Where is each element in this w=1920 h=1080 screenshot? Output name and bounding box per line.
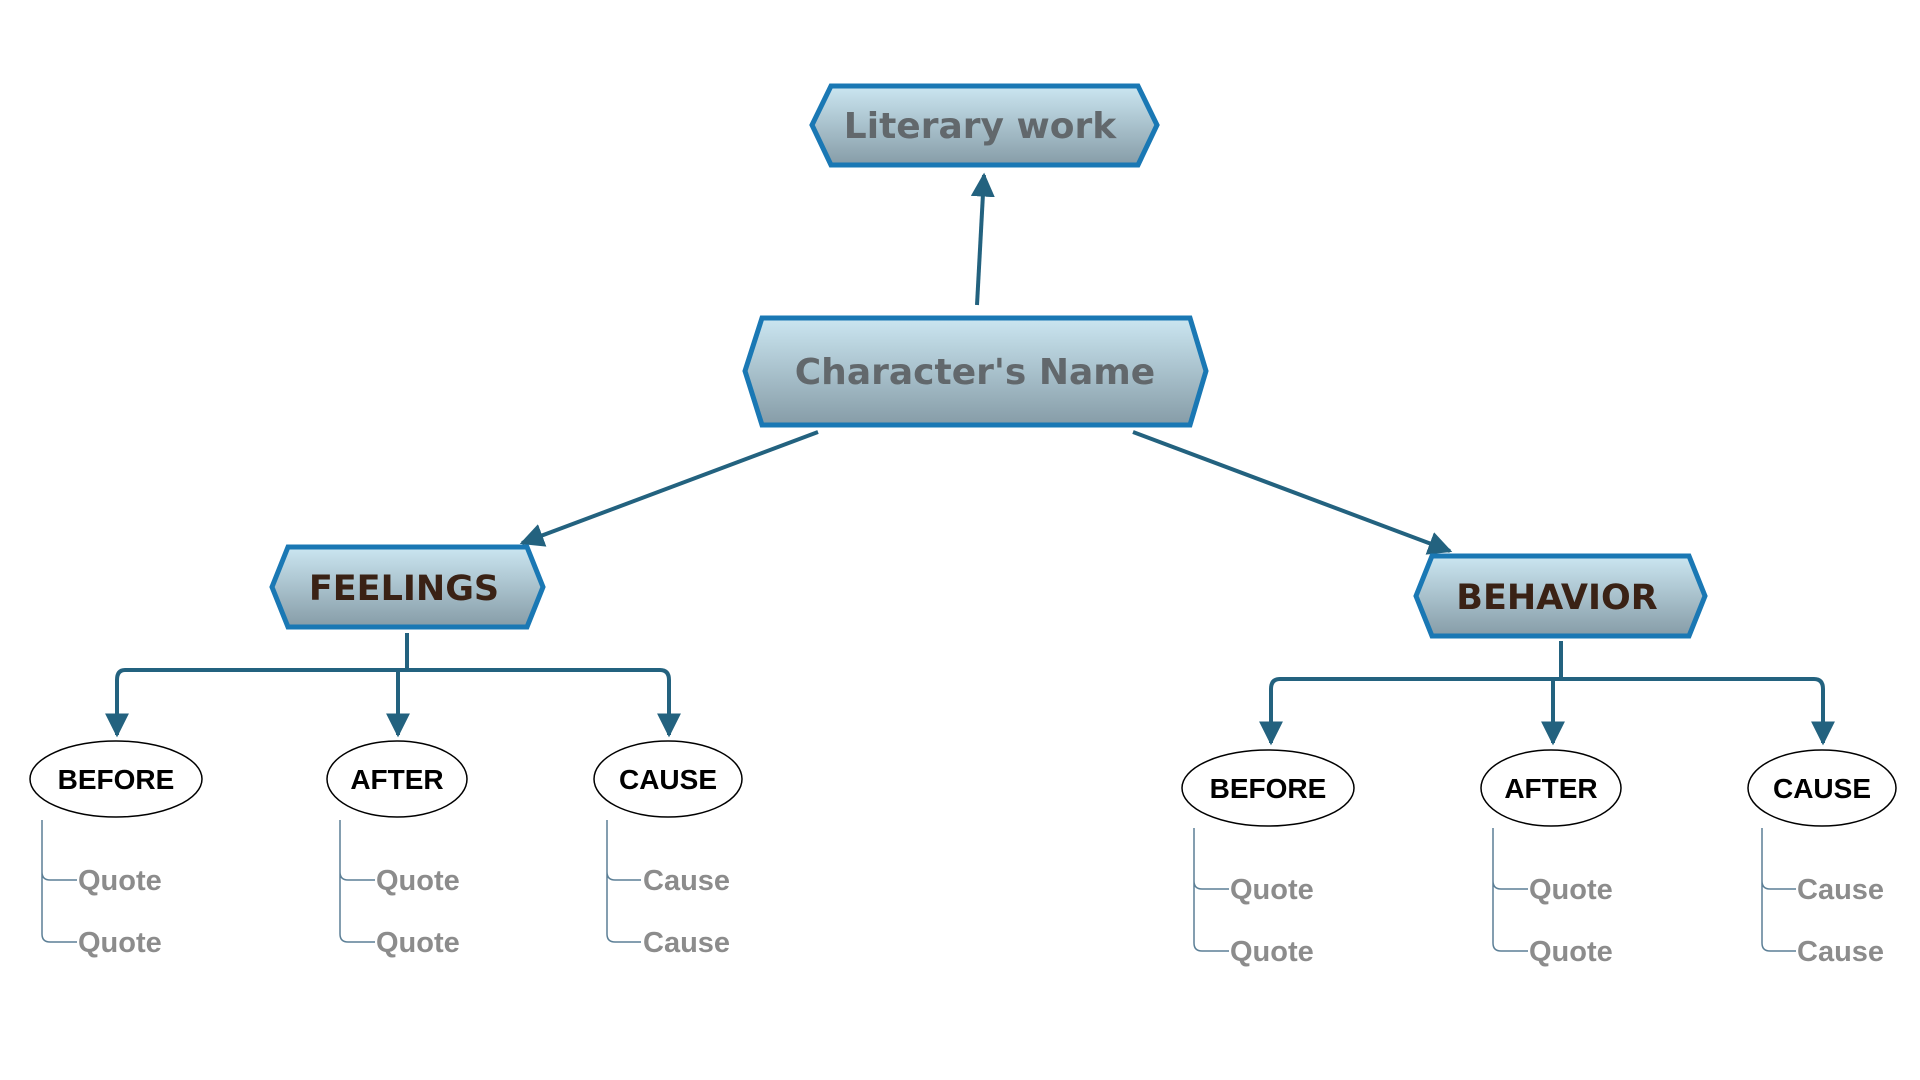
feelings-cause-item-1[interactable]: Cause — [643, 865, 730, 897]
feelings-cause-node[interactable]: CAUSE — [593, 740, 743, 818]
leaf-brackets — [41, 820, 1796, 952]
feelings-before-node[interactable]: BEFORE — [29, 740, 203, 818]
behavior-before-item-2[interactable]: Quote — [1230, 936, 1314, 968]
behavior-before-label: BEFORE — [1210, 773, 1327, 804]
connector-center-to-root — [970, 172, 995, 306]
behavior-after-bracket — [1492, 828, 1528, 952]
behavior-after-item-1[interactable]: Quote — [1529, 874, 1613, 906]
connector-center-to-feelings — [519, 430, 819, 547]
feelings-after-item-2[interactable]: Quote — [376, 927, 460, 959]
feelings-before-bracket — [41, 820, 77, 943]
feelings-before-label: BEFORE — [58, 764, 175, 795]
behavior-after-node[interactable]: AFTER — [1480, 749, 1622, 827]
behavior-node-shape — [1413, 553, 1708, 639]
center-node-shape — [742, 315, 1209, 428]
behavior-cause-bracket — [1761, 828, 1796, 952]
behavior-before-item-1[interactable]: Quote — [1230, 874, 1314, 906]
feelings-cause-item-2[interactable]: Cause — [643, 927, 730, 959]
feelings-after-oval — [326, 740, 468, 818]
feelings-after-item-1[interactable]: Quote — [376, 865, 460, 897]
feelings-cause-bracket — [606, 820, 641, 943]
behavior-cause-label: CAUSE — [1773, 773, 1871, 804]
behavior-cause-oval — [1747, 749, 1897, 827]
behavior-cause-node[interactable]: CAUSE — [1747, 749, 1897, 827]
connector-feelings-tree — [115, 633, 671, 681]
center-node[interactable]: Character's Name — [742, 315, 1209, 428]
feelings-cause-oval — [593, 740, 743, 818]
behavior-cause-item-2[interactable]: Cause — [1797, 936, 1884, 968]
feelings-cause-label: CAUSE — [619, 764, 717, 795]
feelings-node-shape — [269, 544, 546, 630]
behavior-node[interactable]: BEHAVIOR — [1413, 553, 1708, 639]
leaf-items: Quote Quote Quote Quote Cause Cause Quot… — [78, 865, 1884, 968]
feelings-node-label: FEELINGS — [309, 569, 499, 609]
root-node[interactable]: Literary work — [809, 83, 1160, 168]
connector-behavior-tree — [1269, 641, 1825, 690]
behavior-node-label: BEHAVIOR — [1456, 578, 1657, 618]
root-node-label: Literary work — [844, 106, 1117, 147]
feelings-node[interactable]: FEELINGS — [269, 544, 546, 630]
behavior-before-bracket — [1193, 828, 1229, 952]
connector-center-to-behavior — [1132, 430, 1453, 555]
feelings-after-label: AFTER — [350, 764, 443, 795]
feelings-before-item-2[interactable]: Quote — [78, 927, 162, 959]
connectors — [105, 172, 1835, 746]
feelings-before-oval — [29, 740, 203, 818]
behavior-after-label: AFTER — [1504, 773, 1597, 804]
feelings-after-node[interactable]: AFTER — [326, 740, 468, 818]
feelings-after-bracket — [339, 820, 375, 943]
center-node-label: Character's Name — [795, 352, 1155, 393]
root-node-shape — [809, 83, 1160, 168]
behavior-before-node[interactable]: BEFORE — [1181, 749, 1355, 827]
behavior-cause-item-1[interactable]: Cause — [1797, 874, 1884, 906]
behavior-after-oval — [1480, 749, 1622, 827]
behavior-after-item-2[interactable]: Quote — [1529, 936, 1613, 968]
feelings-before-item-1[interactable]: Quote — [78, 865, 162, 897]
behavior-before-oval — [1181, 749, 1355, 827]
